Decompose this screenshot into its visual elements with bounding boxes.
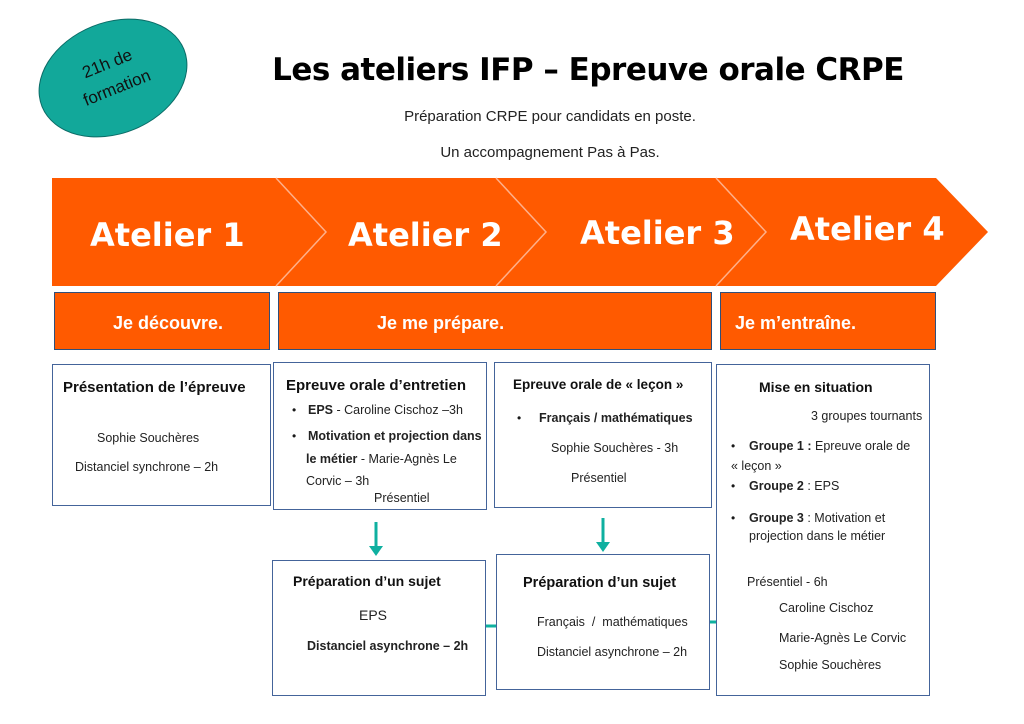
page-title: Les ateliers IFP – Epreuve orale CRPE bbox=[272, 52, 904, 88]
card4-group-3-cont: projection dans le métier bbox=[749, 529, 886, 543]
card-mise-en-situation: Mise en situation 3 groupes tournants • … bbox=[716, 364, 930, 696]
card4-mode: Présentiel - 6h bbox=[747, 575, 828, 589]
card1-title: Présentation de l’épreuve bbox=[63, 379, 246, 396]
atelier-4-label: Atelier 4 bbox=[790, 210, 945, 248]
card5-title: Préparation d’un sujet bbox=[293, 573, 441, 589]
card-preparation-francais: Préparation d’un sujet Français / mathém… bbox=[496, 554, 710, 690]
card2-title: Epreuve orale d’entretien bbox=[286, 377, 467, 394]
chevron-atelier-3 bbox=[496, 178, 766, 286]
atelier-3-label: Atelier 3 bbox=[580, 214, 735, 252]
card4-group-3: Groupe 3 : Motivation et bbox=[749, 511, 886, 525]
band-je-me-prepare: Je me prépare. bbox=[278, 292, 712, 350]
card4-bullet-1: • bbox=[731, 439, 736, 453]
card4-person-2: Marie-Agnès Le Corvic bbox=[779, 631, 907, 645]
card1-mode: Distanciel synchrone – 2h bbox=[75, 460, 219, 474]
band-label-2: Je me prépare. bbox=[377, 313, 505, 333]
card4-title: Mise en situation bbox=[759, 379, 873, 395]
card6-mode: Distanciel asynchrone – 2h bbox=[537, 645, 688, 659]
card4-groups: 3 groupes tournants bbox=[811, 409, 923, 423]
card4-group-2: Groupe 2 : EPS bbox=[749, 479, 840, 493]
arrow-down-1 bbox=[369, 522, 383, 556]
card5-mode: Distanciel asynchrone – 2h bbox=[307, 639, 469, 653]
band-je-m-entraine: Je m’entraîne. bbox=[720, 292, 936, 350]
card4-group-1-cont: « leçon » bbox=[731, 459, 782, 473]
chevron-atelier-2 bbox=[276, 178, 546, 286]
subtitle-1: Préparation CRPE pour candidats en poste… bbox=[404, 108, 696, 125]
card3-bullet: • bbox=[517, 411, 522, 425]
card-preparation-eps: Préparation d’un sujet EPS Distanciel as… bbox=[272, 560, 486, 696]
card2-bullet-2: • bbox=[292, 429, 297, 443]
subtitle-2: Un accompagnement Pas à Pas. bbox=[440, 144, 660, 161]
atelier-1-label: Atelier 1 bbox=[90, 216, 245, 254]
card6-subject: Français / mathématiques bbox=[537, 615, 688, 629]
band-label-3: Je m’entraîne. bbox=[735, 313, 857, 333]
card2-item-2c: Corvic – 3h bbox=[306, 474, 370, 488]
card3-title: Epreuve orale de « leçon » bbox=[513, 377, 684, 392]
card1-person: Sophie Souchères bbox=[97, 431, 200, 445]
card4-person-3: Sophie Souchères bbox=[779, 658, 882, 672]
card3-mode: Présentiel bbox=[571, 471, 627, 485]
chevron-atelier-1 bbox=[52, 178, 326, 286]
band-je-decouvre: Je découvre. bbox=[54, 292, 270, 350]
atelier-2-label: Atelier 2 bbox=[348, 216, 503, 254]
band-label-1: Je découvre. bbox=[113, 313, 224, 333]
card4-person-1: Caroline Cischoz bbox=[779, 601, 874, 615]
card4-bullet-3: • bbox=[731, 511, 736, 525]
card4-bullet-2: • bbox=[731, 479, 736, 493]
card2-item-2b: le métier - Marie-Agnès Le bbox=[306, 452, 457, 466]
card6-title: Préparation d’un sujet bbox=[523, 575, 677, 591]
card2-bullet-1: • bbox=[292, 403, 297, 417]
card5-subject: EPS bbox=[359, 607, 388, 623]
card2-item-2a: Motivation et projection dans bbox=[308, 429, 482, 443]
card3-item: Français / mathématiques bbox=[539, 411, 693, 425]
card2-item-1: EPS - Caroline Cischoz –3h bbox=[308, 403, 463, 417]
card3-person: Sophie Souchères - 3h bbox=[551, 441, 679, 455]
chevron-atelier-4 bbox=[716, 178, 988, 286]
card4-group-1: Groupe 1 : Epreuve orale de bbox=[749, 439, 911, 453]
card-presentation: Présentation de l’épreuve Sophie Souchèr… bbox=[52, 364, 271, 506]
card2-mode: Présentiel bbox=[374, 491, 430, 505]
card-entretien: Epreuve orale d’entretien • EPS - Caroli… bbox=[273, 362, 487, 510]
card-lecon: Epreuve orale de « leçon » • Français / … bbox=[494, 362, 712, 508]
arrow-down-2 bbox=[596, 518, 610, 552]
